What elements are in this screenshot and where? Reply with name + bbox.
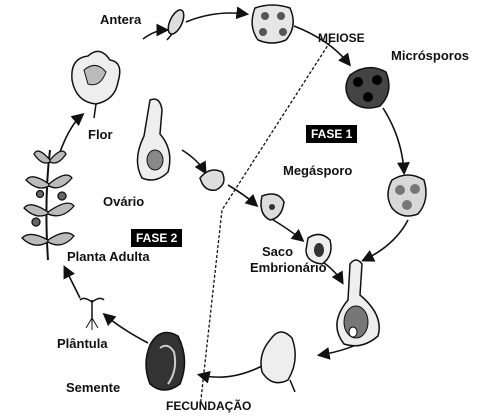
label-megasporo: Megásporo [283, 164, 352, 178]
pistil-illustration [337, 260, 379, 346]
label-planta-adulta: Planta Adulta [67, 250, 150, 264]
adult-plant-illustration [22, 150, 74, 260]
flower-illustration [72, 51, 120, 118]
label-microsporos: Micrósporos [391, 49, 469, 63]
phase-1-badge: FASE 1 [306, 125, 357, 143]
label-antera: Antera [100, 13, 141, 27]
label-semente: Semente [66, 381, 120, 395]
anther-illustration [165, 8, 187, 40]
developing-seed-illustration [261, 332, 295, 392]
label-ovario: Ovário [103, 195, 144, 209]
seed-illustration [146, 333, 185, 390]
label-fecundacao: FECUNDAÇÃO [166, 400, 251, 413]
microspores-illustration [346, 68, 389, 108]
label-meiose: MEIOSE [318, 32, 365, 45]
label-embrionario: Embrionário [250, 261, 327, 275]
label-saco: Saco [262, 245, 293, 259]
anther-cross-section [252, 5, 293, 43]
pollen-grains-illustration [388, 175, 426, 216]
ovary-illustration [137, 99, 169, 180]
megaspore-illustration [261, 194, 284, 220]
label-plantula: Plântula [57, 337, 108, 351]
label-flor: Flor [88, 128, 113, 142]
phase-2-badge: FASE 2 [131, 229, 182, 247]
seedling-illustration [80, 298, 104, 330]
ovule-illustration [200, 170, 224, 190]
